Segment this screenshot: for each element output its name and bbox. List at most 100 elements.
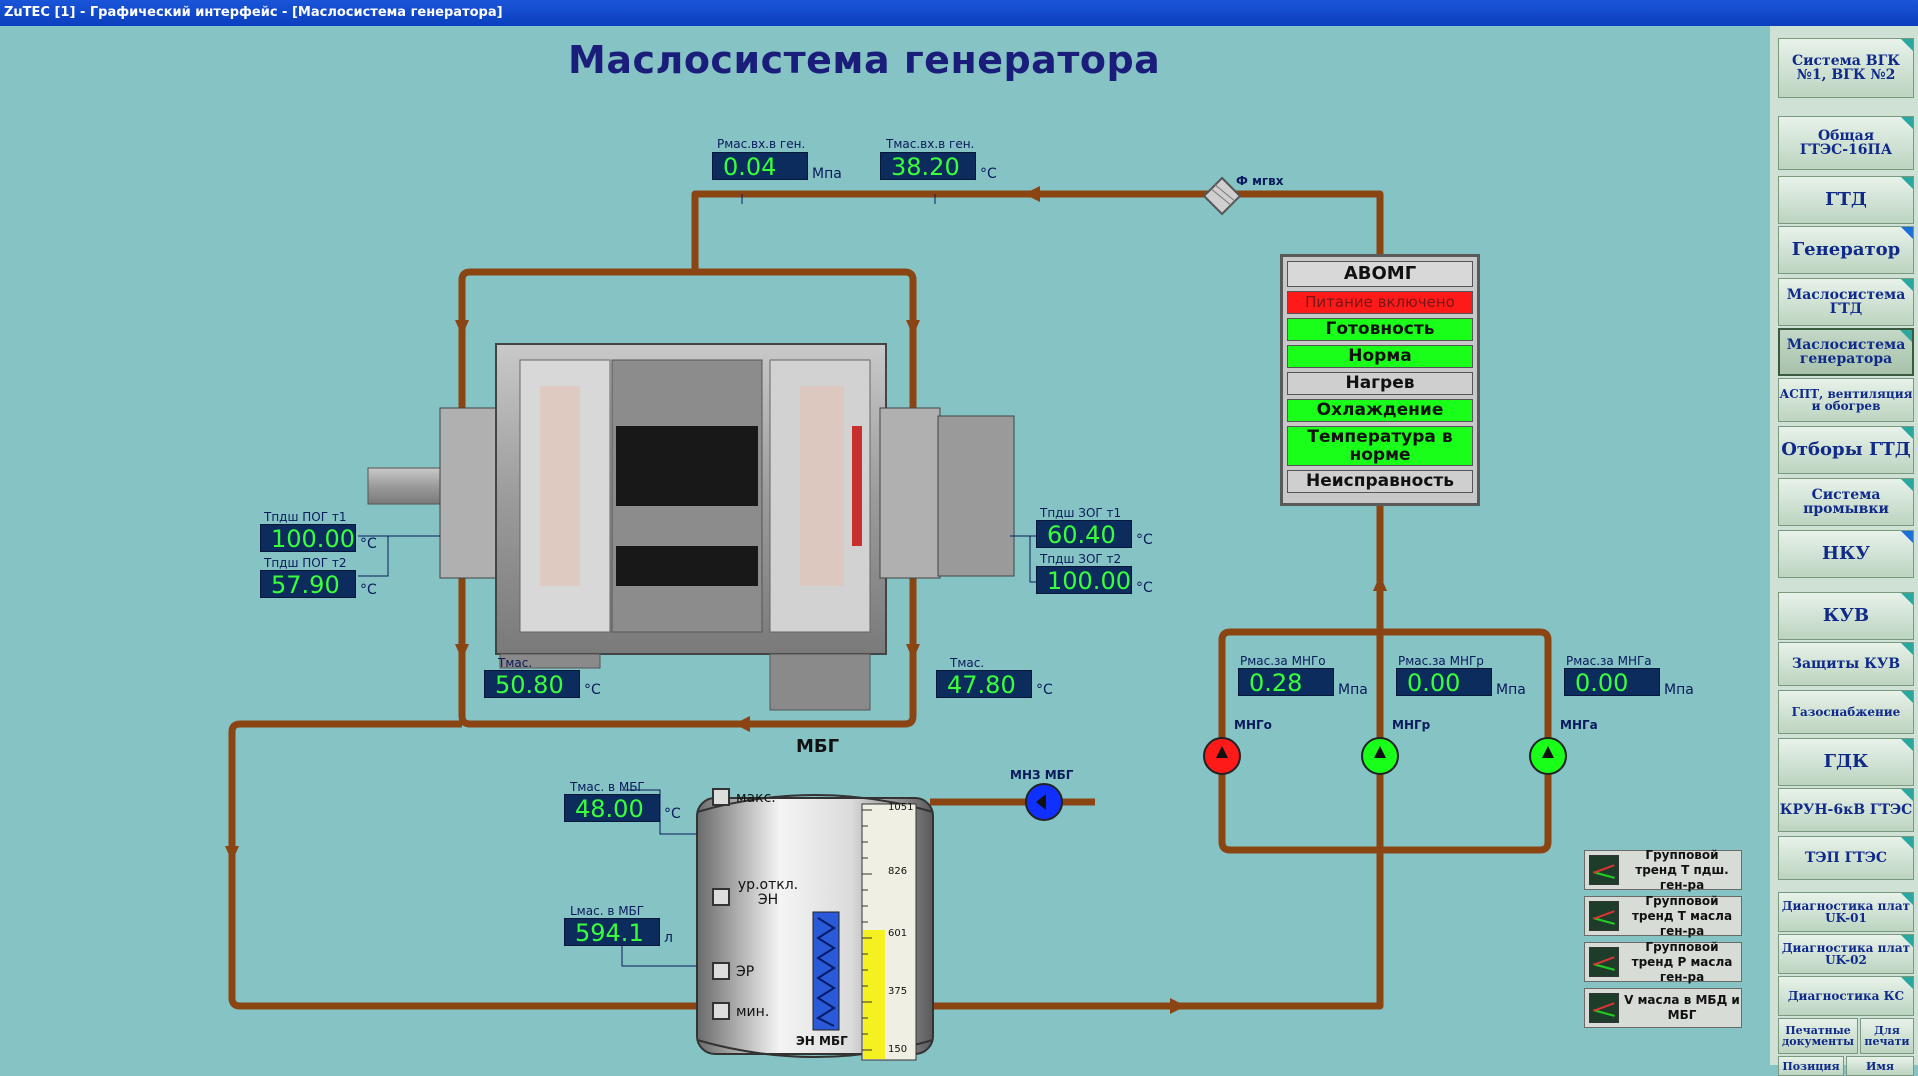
- pipe-return-left: [228, 720, 700, 1010]
- pipe-inlet-top: [691, 190, 1384, 272]
- avomg-status-norm: Норма: [1287, 345, 1473, 368]
- corner-marker-icon: [1901, 479, 1913, 491]
- sidebar-item-position[interactable]: Позиция: [1778, 1056, 1844, 1076]
- sidebar-item-label: Газоснабжение: [1791, 705, 1901, 719]
- level-max-indicator: [712, 788, 730, 806]
- tank-level-unit: л: [664, 930, 673, 946]
- sidebar-item-for-print[interactable]: Для печати: [1860, 1018, 1914, 1054]
- avomg-status-power: Питание включено: [1287, 291, 1473, 314]
- scale-tick-150: 150: [888, 1044, 908, 1055]
- scale-tick-1051: 1051: [888, 802, 914, 813]
- filter-label: Ф мгвх: [1236, 174, 1284, 188]
- sidebar-item-label: Система промывки: [1803, 487, 1889, 517]
- corner-marker-icon: [1901, 893, 1913, 905]
- pump-mngo-icon: [1203, 737, 1241, 775]
- corner-marker-icon: [1901, 837, 1913, 849]
- level-max-label: макс.: [736, 790, 776, 806]
- sidebar-item-gas[interactable]: Газоснабжение: [1778, 690, 1914, 734]
- corner-marker-icon: [1901, 935, 1913, 947]
- sidebar-item-tep[interactable]: ТЭП ГТЭС: [1778, 836, 1914, 880]
- pipe-pump-loop: [1218, 628, 1552, 854]
- sidebar-item-diag-uk02[interactable]: Диагностика плат UK-02: [1778, 934, 1914, 974]
- sidebar-item-common[interactable]: Общая ГТЭС-16ПА: [1778, 116, 1914, 170]
- tank-temp-value[interactable]: 48.00: [564, 794, 660, 823]
- sidebar-item-label: Общая ГТЭС-16ПА: [1799, 128, 1893, 158]
- sidebar-item-diag-ks[interactable]: Диагностика КС: [1778, 976, 1914, 1016]
- corner-marker-icon: [1901, 593, 1913, 605]
- bearing-front-t1-value[interactable]: 100.00: [260, 524, 356, 553]
- avomg-status-fault: Неисправность: [1287, 470, 1473, 493]
- bearing-rear-t1-value[interactable]: 60.40: [1036, 520, 1132, 549]
- avomg-title: АВОМГ: [1287, 261, 1473, 287]
- sidebar-item-kuv-protection[interactable]: Защиты КУВ: [1778, 642, 1914, 686]
- sidebar-item-gtd[interactable]: ГТД: [1778, 176, 1914, 224]
- avomg-status-panel[interactable]: АВОМГ Питание включено Готовность Норма …: [1280, 254, 1480, 506]
- mngr-pressure-value[interactable]: 0.00: [1396, 668, 1492, 697]
- corner-marker-icon: [1901, 427, 1913, 439]
- trend-chart-icon: [1589, 993, 1619, 1023]
- mnga-pressure-value[interactable]: 0.00: [1564, 668, 1660, 697]
- inlet-temp-unit: °С: [980, 166, 997, 182]
- avomg-status-ready: Готовность: [1287, 318, 1473, 341]
- sidebar-item-print-docs[interactable]: Печатные документы: [1778, 1018, 1858, 1054]
- bearing-rear-t2-value[interactable]: 100.00: [1036, 566, 1132, 595]
- oil-out-left-value[interactable]: 50.80: [484, 670, 580, 699]
- trend-chart-icon: [1589, 855, 1619, 885]
- mngo-pump-label: МНГо: [1234, 718, 1272, 732]
- tank-temp-unit: °С: [664, 806, 681, 822]
- bearing-rear-t2-label: Тпдш ЗОГ т2: [1040, 552, 1122, 566]
- trend-oil-temp-button[interactable]: Групповой тренд Т масла ген-ра: [1584, 894, 1742, 938]
- oil-out-left-label: Тмас.: [498, 656, 533, 670]
- mngo-pressure-value[interactable]: 0.28: [1238, 668, 1334, 697]
- pump-mnz-mbg-icon: [1025, 783, 1063, 821]
- inlet-pressure-unit: Мпа: [812, 166, 842, 182]
- generator-machine: [367, 343, 1015, 711]
- trend-bearing-temp-button[interactable]: Групповой тренд Т пдш. ген-ра: [1584, 848, 1742, 892]
- sidebar-item-otbory[interactable]: Отборы ГТД: [1778, 426, 1914, 474]
- oil-out-right-value[interactable]: 47.80: [936, 670, 1032, 699]
- oil-out-left-unit: °С: [584, 682, 601, 698]
- sidebar-item-nku[interactable]: НКУ: [1778, 530, 1914, 578]
- sidebar-item-label: Отборы ГТД: [1781, 439, 1911, 460]
- sidebar-item-oil-gtd[interactable]: Маслосистема ГТД: [1778, 278, 1914, 326]
- sidebar-item-oil-generator[interactable]: Маслосистема генератора: [1778, 328, 1914, 376]
- level-er-label: ЭР: [736, 964, 755, 980]
- sidebar-item-krun[interactable]: КРУН-6кВ ГТЭС: [1778, 788, 1914, 832]
- sidebar-item-label: Маслосистема ГТД: [1786, 287, 1906, 317]
- inlet-pressure-label: Рмас.вх.в ген.: [717, 137, 806, 151]
- sidebar-item-kuv[interactable]: КУВ: [1778, 592, 1914, 640]
- bearing-front-t2-value[interactable]: 57.90: [260, 570, 356, 599]
- sidebar-item-vgk[interactable]: Система ВГК №1, ВГК №2: [1778, 38, 1914, 98]
- tank-level-value[interactable]: 594.1: [564, 918, 660, 947]
- oil-out-right-unit: °С: [1036, 682, 1053, 698]
- corner-marker-icon: [1901, 739, 1913, 751]
- sidebar-item-label: Имя: [1865, 1059, 1895, 1073]
- sidebar-item-aspt[interactable]: АСПТ, вентиляция и обогрев: [1778, 378, 1914, 422]
- mngo-pressure-unit: Мпа: [1338, 682, 1368, 698]
- corner-marker-icon: [1901, 643, 1913, 655]
- inlet-temp-value[interactable]: 38.20: [880, 152, 976, 181]
- sidebar-item-label: Печатные документы: [1781, 1024, 1855, 1048]
- sidebar-item-label: Диагностика плат UK-02: [1781, 941, 1911, 967]
- sidebar-item-label: НКУ: [1822, 543, 1870, 564]
- sidebar-item-flush[interactable]: Система промывки: [1778, 478, 1914, 526]
- mnemonic-canvas: Маслосистема генератора Рмас.вх.в ген. 0…: [0, 26, 1770, 1065]
- pipe-diagram: [225, 176, 1567, 1061]
- tank-temp-label: Тмас. в МБГ: [570, 780, 645, 794]
- inlet-pressure-value[interactable]: 0.04: [712, 152, 808, 181]
- scale-tick-375: 375: [888, 986, 908, 997]
- sidebar-item-gdk[interactable]: ГДК: [1778, 738, 1914, 786]
- level-min-label: мин.: [736, 1004, 770, 1020]
- sidebar-item-diag-uk01[interactable]: Диагностика плат UK-01: [1778, 892, 1914, 932]
- trend-chart-icon: [1589, 947, 1619, 977]
- trend-oil-volume-button[interactable]: V масла в МБД и МБГ: [1584, 988, 1742, 1028]
- level-min-indicator: [712, 1002, 730, 1020]
- sidebar-item-label: Защиты КУВ: [1791, 656, 1901, 672]
- bearing-front-t1-unit: °С: [360, 536, 377, 552]
- sidebar-item-generator[interactable]: Генератор: [1778, 226, 1914, 274]
- trend-oil-pressure-button[interactable]: Групповой тренд Р масла ген-ра: [1584, 939, 1742, 984]
- trend-label: Групповой тренд Р масла ген-ра: [1631, 939, 1733, 984]
- sidebar-item-label: КУВ: [1822, 605, 1870, 626]
- tank-level-label: Lмас. в МБГ: [570, 904, 645, 918]
- sidebar-item-name[interactable]: Имя: [1846, 1056, 1914, 1076]
